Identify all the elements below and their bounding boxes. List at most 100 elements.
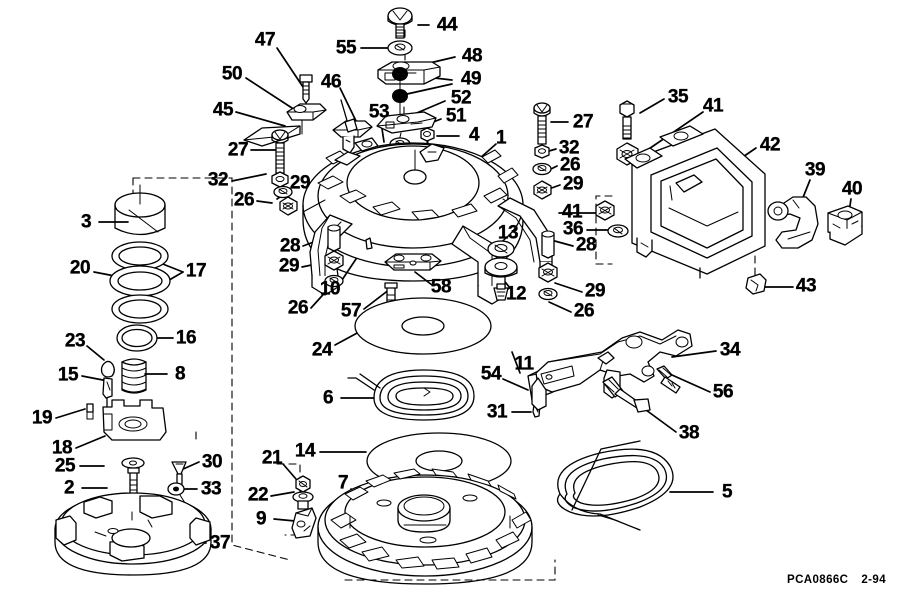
callout-number-14: 14: [294, 440, 316, 462]
part-13-washer: [487, 240, 515, 258]
part-26-washer-right-2: [538, 287, 558, 301]
callout-number-27: 27: [227, 139, 249, 161]
part-29-locknut-right-2: [538, 262, 558, 283]
callout-number-50: 50: [221, 63, 243, 85]
callout-number-36: 36: [562, 218, 584, 240]
part-9-pawl: [291, 507, 317, 539]
part-1-recoil-starter-housing: [302, 137, 553, 305]
part-27-bolt-left: [271, 129, 289, 174]
callout-number-44: 44: [436, 14, 458, 36]
callout-number-56: 56: [712, 381, 734, 403]
callout-number-6: 6: [322, 387, 334, 409]
part-3-spool-bushing: [114, 184, 166, 236]
callout-number-41: 41: [561, 201, 583, 223]
callout-number-49: 49: [460, 68, 482, 90]
callout-number-42: 42: [759, 134, 781, 156]
callout-number-21: 21: [261, 447, 283, 469]
part-50-clamp: [286, 103, 327, 135]
part-15-pin: [102, 377, 113, 411]
part-29-locknut-right: [533, 180, 552, 200]
part-32-nut-left: [271, 171, 289, 188]
part-47-screw: [299, 74, 313, 104]
callout-number-45: 45: [212, 99, 234, 121]
callout-number-40: 40: [841, 178, 863, 200]
callout-number-26: 26: [573, 300, 595, 322]
part-6-recoil-spring: [347, 369, 475, 421]
part-58-retainer-plate: [384, 253, 442, 271]
part-53-bracket: [332, 120, 373, 154]
part-17-seal-ring-top: [111, 241, 169, 271]
part-8-spring: [121, 358, 147, 394]
callout-number-13: 13: [497, 222, 519, 244]
callout-number-7: 7: [337, 472, 349, 494]
part-37-starter-cup: [54, 492, 212, 576]
callout-number-29: 29: [584, 280, 606, 302]
part-7-starter-pulley: [317, 468, 533, 585]
callout-number-39: 39: [804, 159, 826, 181]
callout-number-9: 9: [255, 508, 267, 530]
callout-number-26: 26: [233, 189, 255, 211]
part-27-bolt-right: [533, 102, 551, 145]
callout-number-30: 30: [201, 451, 223, 473]
part-23-clip: [100, 360, 115, 378]
callout-number-28: 28: [575, 234, 597, 256]
part-25-washer: [121, 457, 145, 469]
callout-number-43: 43: [795, 275, 817, 297]
part-17-seal-ring-bottom: [111, 294, 169, 324]
part-28-spacer-left: [327, 224, 341, 252]
callout-number-15: 15: [57, 364, 79, 386]
part-20-seal-ring: [109, 265, 171, 297]
callout-number-11: 11: [514, 353, 534, 375]
drawing-code-block: PCA0866C 2-94: [787, 574, 886, 586]
callout-number-32: 32: [207, 169, 229, 191]
callout-number-55: 55: [335, 37, 357, 59]
drawing-code-text: PCA0866C: [787, 574, 849, 586]
part-29-locknut-left: [279, 196, 298, 216]
callout-number-35: 35: [667, 86, 689, 108]
callout-number-10: 10: [319, 278, 341, 300]
callout-number-4: 4: [468, 124, 480, 146]
callout-number-17: 17: [185, 260, 207, 282]
callout-number-37: 37: [209, 532, 231, 554]
part-11-screw: [493, 283, 509, 301]
callout-number-52: 52: [450, 87, 472, 109]
callout-number-20: 20: [69, 257, 91, 279]
part-44-bolt: [387, 7, 413, 39]
callout-number-28: 28: [279, 235, 301, 257]
part-21-nut: [295, 475, 311, 493]
callout-number-48: 48: [461, 45, 483, 67]
callout-number-29: 29: [562, 173, 584, 195]
callout-number-27: 27: [572, 111, 594, 133]
part-32-nut-right: [534, 144, 550, 159]
part-36-washer: [607, 224, 629, 238]
callout-number-47: 47: [254, 29, 276, 51]
callout-number-19: 19: [31, 407, 53, 429]
callout-number-46: 46: [320, 71, 342, 93]
part-5-starter-rope: [556, 440, 674, 531]
callout-number-31: 31: [486, 401, 508, 423]
part-18-lockout-housing: [102, 399, 167, 441]
callout-number-2: 2: [63, 477, 75, 499]
callout-number-34: 34: [719, 339, 741, 361]
part-34-lockout-lever: [531, 329, 693, 411]
drawing-revision-date: 2-94: [861, 574, 886, 586]
callout-number-25: 25: [54, 455, 76, 477]
part-35-bolt: [619, 100, 635, 140]
callout-number-33: 33: [200, 478, 222, 500]
callout-number-12: 12: [505, 283, 527, 305]
callout-number-1: 1: [495, 127, 507, 149]
callout-number-26: 26: [287, 297, 309, 319]
part-26-washer-left-2: [324, 274, 344, 288]
callout-number-5: 5: [721, 481, 733, 503]
callout-number-3: 3: [80, 211, 92, 233]
part-26-washer-left: [273, 185, 293, 199]
part-16-o-ring: [116, 324, 158, 352]
part-55-washer: [387, 40, 413, 56]
callout-number-38: 38: [678, 422, 700, 444]
part-42-handle-bracket: [624, 125, 766, 279]
callout-number-51: 51: [445, 105, 467, 127]
callout-number-54: 54: [480, 363, 502, 385]
callout-number-24: 24: [311, 339, 333, 361]
